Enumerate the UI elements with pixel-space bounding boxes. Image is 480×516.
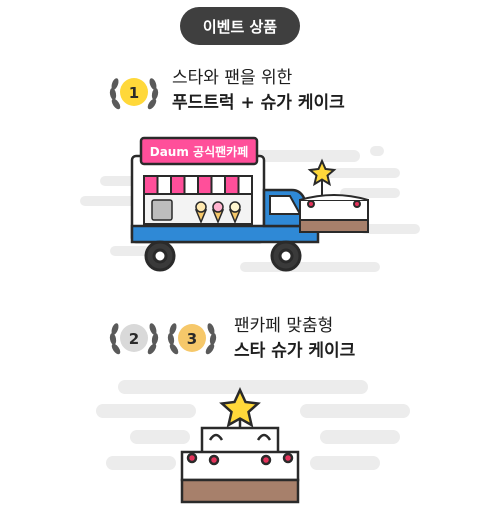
truck-wheels: [144, 240, 302, 272]
prize-2-3-heading: 팬카페 맞춤형 스타 슈가 케이크: [234, 314, 355, 364]
laurel-wreath-icon: [109, 323, 159, 355]
ice-cream-icon: [194, 201, 242, 224]
food-truck-illustration: Daum 공식팬카페: [80, 136, 420, 272]
prize-2-3-title: 스타 슈가 케이크: [234, 341, 356, 361]
sugar-cake: [180, 386, 300, 504]
event-prize-tag: 이벤트 상품: [180, 7, 300, 45]
prize-2-3-subtitle: 팬카페 맞춤형: [234, 316, 334, 336]
rank-3-badge: 3: [167, 323, 217, 355]
star-icon: [219, 386, 261, 428]
small-sugar-cake: [299, 158, 369, 233]
rank-number: 2: [129, 330, 139, 348]
rank-1-badge: 1: [109, 78, 159, 110]
rank-number: 1: [129, 84, 139, 102]
background-clouds: [96, 380, 410, 470]
sugar-cake-illustration: [96, 380, 410, 504]
rank-number: 3: [187, 330, 197, 348]
prize-1-heading: 스타와 팬을 위한 푸드트럭 + 슈가 케이크: [172, 66, 345, 116]
laurel-wreath-icon: [167, 323, 217, 355]
prize-1-title: 푸드트럭 + 슈가 케이크: [172, 93, 345, 113]
event-prize-tag-label: 이벤트 상품: [202, 17, 278, 36]
rank-2-badge: 2: [109, 323, 159, 355]
star-icon: [307, 158, 337, 187]
prize-1-subtitle: 스타와 팬을 위한: [172, 68, 293, 88]
truck-sign-text: Daum 공식팬카페: [150, 144, 248, 159]
laurel-wreath-icon: [109, 78, 159, 110]
